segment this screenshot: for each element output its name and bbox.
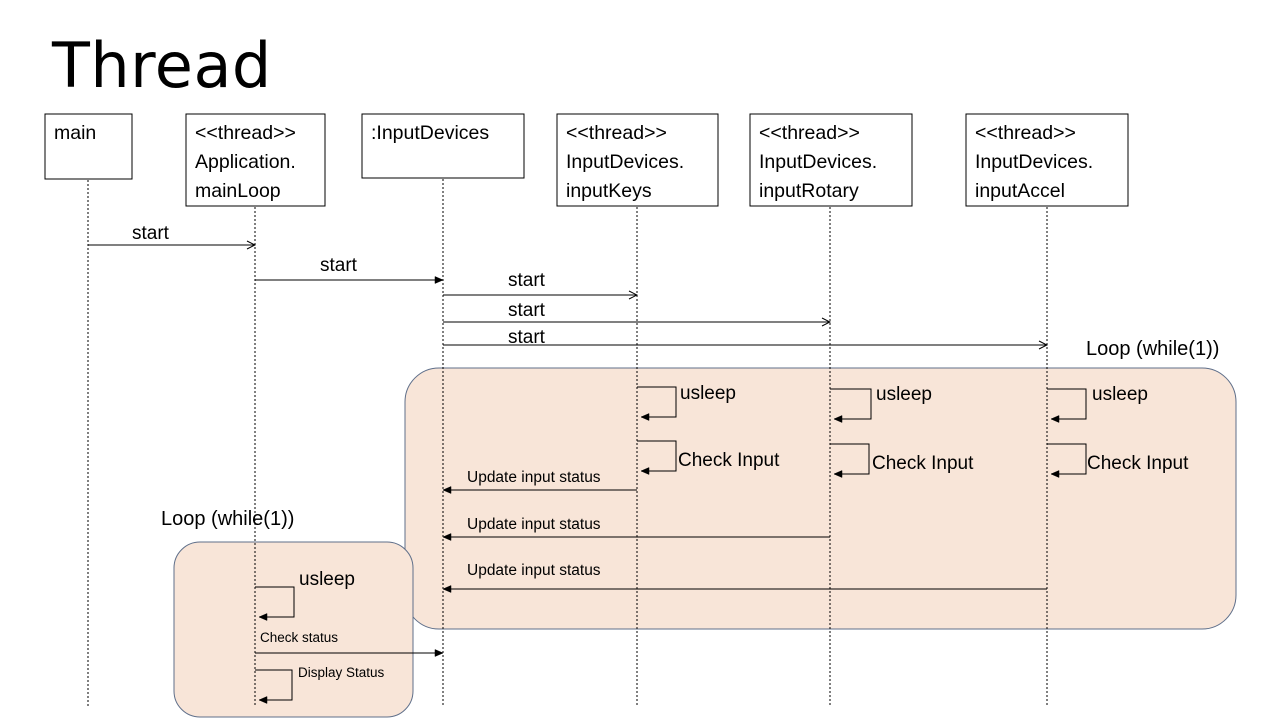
self-call-label: usleep [299,569,355,590]
stereotype-label: <<thread>> [759,122,860,144]
message-start-inputaccel: start [443,327,1047,348]
participant-main: main [44,113,133,180]
participant-label: inputRotary [759,180,859,202]
message-start-inputkeys: start [443,270,637,295]
self-call-inputaccel-check-input: Check Input [1047,443,1189,478]
participant-inputkeys: <<thread>> InputDevices. inputKeys [556,113,719,207]
loop-label-app: Loop (while(1)) [161,508,294,530]
participant-label: inputKeys [566,180,652,202]
participant-label: main [54,122,96,144]
stereotype-label: <<thread>> [566,122,667,144]
self-call-label: usleep [1092,384,1148,405]
participant-application-mainloop: <<thread>> Application. mainLoop [185,113,326,207]
participant-label: Application. [195,151,296,173]
stereotype-label: <<thread>> [195,122,296,144]
self-call-label: usleep [876,384,932,405]
message-label: start [508,300,546,321]
participant-label: :InputDevices [371,122,489,144]
message-label: start [320,255,358,276]
message-update-input-status-keys: Update input status [442,469,637,494]
message-label: Check status [260,630,338,645]
self-call-label: usleep [680,383,736,404]
self-call-label: Display Status [298,665,385,680]
participant-label: inputAccel [975,180,1065,202]
stereotype-label: <<thread>> [975,122,1076,144]
message-label: start [132,223,170,244]
message-check-status: Check status [255,630,444,657]
page-title: Thread [52,29,272,102]
self-call-inputrotary-usleep: usleep [830,384,932,423]
participant-inputaccel: <<thread>> InputDevices. inputAccel [965,113,1129,207]
self-call-inputkeys-usleep: usleep [637,383,736,421]
loop-label-input: Loop (while(1)) [1086,338,1219,360]
loop-fragment-app [173,541,414,718]
message-start-inputrotary: start [443,300,830,322]
self-call-label: Check Input [678,450,780,471]
participant-label: InputDevices. [759,151,877,173]
message-start-inputdevices: start [255,255,444,284]
message-label: Update input status [467,562,601,579]
participant-label: InputDevices. [975,151,1093,173]
self-call-app-display-status: Display Status [255,665,385,704]
message-update-input-status-accel: Update input status [442,562,1047,593]
participant-inputrotary: <<thread>> InputDevices. inputRotary [749,113,913,207]
participant-label: mainLoop [195,180,281,202]
self-call-inputkeys-check-input: Check Input [637,440,780,475]
participant-inputdevices: :InputDevices [361,113,525,179]
self-call-label: Check Input [1087,453,1189,474]
message-start-app: start [88,223,255,245]
message-update-input-status-rotary: Update input status [442,516,830,541]
message-label: start [508,270,546,291]
self-call-inputrotary-check-input: Check Input [830,443,974,478]
loop-fragment-input [404,367,1237,630]
self-call-app-usleep: usleep [255,569,355,621]
message-label: start [508,327,546,348]
message-label: Update input status [467,516,601,533]
self-call-inputaccel-usleep: usleep [1047,384,1148,423]
self-call-label: Check Input [872,453,974,474]
message-label: Update input status [467,469,601,486]
participant-label: InputDevices. [566,151,684,173]
